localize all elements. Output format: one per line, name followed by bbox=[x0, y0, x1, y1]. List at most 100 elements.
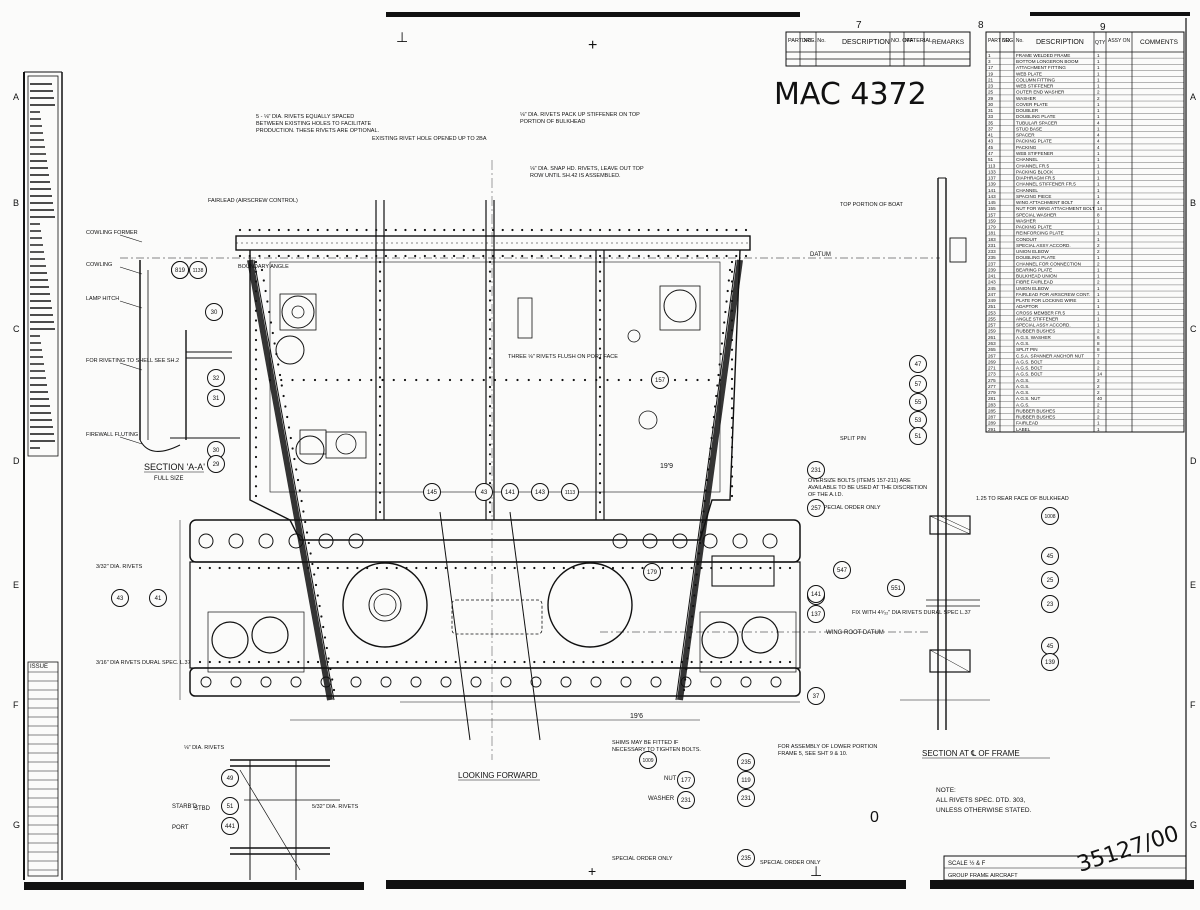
parts-row-qty: 1 bbox=[1097, 421, 1100, 426]
callout-number: 47 bbox=[915, 362, 922, 368]
callout-bubble bbox=[221, 797, 239, 815]
callout-number: 37 bbox=[813, 694, 820, 700]
callout-bubble bbox=[807, 687, 825, 705]
parts-row-no: 141 bbox=[988, 188, 996, 193]
parts-row-qty: 14 bbox=[1097, 372, 1103, 377]
parts-row-no: 179 bbox=[988, 225, 996, 230]
note-line-2: UNLESS OTHERWISE STATED. bbox=[936, 807, 1032, 814]
parts-row-desc: A.G.S. bbox=[1016, 341, 1030, 346]
parts-row-desc: SPECIAL WASHER bbox=[1016, 212, 1057, 217]
parts-row-no: 275 bbox=[988, 378, 996, 383]
parts-row-desc: LABEL bbox=[1016, 427, 1031, 432]
callout-bubble bbox=[737, 789, 755, 807]
label-washer: WASHER bbox=[648, 796, 675, 802]
left-note-label: COWLING bbox=[86, 262, 112, 268]
parts-row-desc: COVER PLATE bbox=[1016, 102, 1048, 107]
hdr-description: DESCRIPTION bbox=[842, 39, 890, 46]
zone-letter-right-F: F bbox=[1190, 700, 1196, 710]
hdr-part-no: PART NO. bbox=[788, 38, 814, 44]
label-nut: NUT bbox=[664, 776, 677, 782]
callout-bubble bbox=[205, 303, 223, 321]
parts-row-no: 237 bbox=[988, 261, 996, 266]
parts-row-qty: 1 bbox=[1097, 157, 1100, 162]
parts-row-desc: CHANNEL FR.5 bbox=[1016, 163, 1049, 168]
parts-row-qty: 2 bbox=[1097, 359, 1100, 364]
callout-number: 43 bbox=[481, 490, 488, 496]
parts-row-no: 33 bbox=[988, 114, 994, 119]
callout-bubble bbox=[1041, 571, 1059, 589]
parts-row-no: 235 bbox=[988, 255, 996, 260]
parts-row-no: 157 bbox=[988, 212, 996, 217]
parts-row-desc: UNION ELBOW bbox=[1016, 286, 1049, 291]
parts-row-no: 159 bbox=[988, 218, 996, 223]
parts-row-no: 241 bbox=[988, 274, 996, 279]
handwritten-reference: 35127/00 bbox=[1074, 821, 1182, 877]
parts-row-desc: SPLIT PIN bbox=[1016, 347, 1038, 352]
parts-row-no: 35 bbox=[988, 120, 994, 125]
sheet-border bbox=[23, 12, 1194, 890]
parts-row-no: 29 bbox=[988, 96, 994, 101]
parts-row-desc: REINFORCING PLATE bbox=[1016, 231, 1064, 236]
parts-row-desc: OUTER END WASHER bbox=[1016, 90, 1065, 95]
parts-row-no: 261 bbox=[988, 335, 996, 340]
parts-row-qty: 1 bbox=[1097, 194, 1100, 199]
parts-row-no: 253 bbox=[988, 310, 996, 315]
callout-number: 23 bbox=[1047, 602, 1054, 608]
column-number-7: 7 bbox=[856, 20, 862, 31]
parts-row-no: 45 bbox=[988, 145, 994, 150]
callout-number: 30 bbox=[213, 448, 220, 454]
parts-row-no: 279 bbox=[988, 390, 996, 395]
callout-number: 25 bbox=[1047, 578, 1054, 584]
parts-row-qty: 1 bbox=[1097, 225, 1100, 230]
parts-row-no: 145 bbox=[988, 200, 996, 205]
parts-row-desc: SPACING PIECE bbox=[1016, 194, 1051, 199]
callout-bubble bbox=[207, 369, 225, 387]
stbd-label-prefix: STARB'D bbox=[172, 804, 198, 810]
callout-number: 257 bbox=[811, 506, 822, 512]
parts-row-qty: 2 bbox=[1097, 90, 1100, 95]
hdr-no-off: NO. OFF bbox=[891, 38, 914, 44]
parts-row-desc: A.G.S. BOLT bbox=[1016, 372, 1043, 377]
parts-row-desc: DOUBLING PLATE bbox=[1016, 255, 1055, 260]
parts-row-qty: 1 bbox=[1097, 237, 1100, 242]
callout-number: 51 bbox=[915, 434, 922, 440]
parts-row-desc: CHANNEL bbox=[1016, 157, 1038, 162]
parts-row-no: 291 bbox=[988, 427, 996, 432]
parts-row-desc: RUBBER BUSHES bbox=[1016, 329, 1055, 334]
column-number-8: 8 bbox=[978, 20, 984, 31]
parts-row-qty: 40 bbox=[1097, 396, 1103, 401]
parts-row-no: 47 bbox=[988, 151, 994, 156]
hdr-assy-on: ASSY ON bbox=[1108, 38, 1131, 44]
callout-bubble bbox=[639, 751, 657, 769]
zone-letter-right-C: C bbox=[1190, 324, 1197, 334]
note-fix-rivets: FIX WITH 4⁵⁄₃₂" DIA RIVETS DURAL SPEC L.… bbox=[852, 609, 971, 616]
parts-row-desc: PACKING bbox=[1016, 145, 1037, 150]
section-at-frame-view: SECTION AT ℄ OF FRAME TOP PORTION OF BOA… bbox=[840, 177, 1069, 759]
parts-row-qty: 1 bbox=[1097, 169, 1100, 174]
left-note-label: COWLING FORMER bbox=[86, 230, 138, 236]
parts-row-qty: 2 bbox=[1097, 96, 1100, 101]
title-block: SCALE ½ & F GROUP FRAME AIRCRAFT bbox=[943, 855, 1187, 881]
parts-row-desc: A.G.S. NUT bbox=[1016, 396, 1040, 401]
parts-row-desc: ATTACHMENT FITTING bbox=[1016, 65, 1066, 70]
callout-number: 139 bbox=[1045, 660, 1056, 666]
parts-row-no: 277 bbox=[988, 384, 996, 389]
parts-row-no: 263 bbox=[988, 341, 996, 346]
column-number-9: 9 bbox=[1100, 22, 1106, 33]
parts-row-qty: 14 bbox=[1097, 206, 1103, 211]
callout-bubble bbox=[643, 563, 661, 581]
left-note-label: LAMP HITCH bbox=[86, 296, 119, 302]
parts-row-qty: 1 bbox=[1097, 310, 1100, 315]
callout-number: 1009 bbox=[642, 758, 653, 764]
dim-19-9: 19'9 bbox=[660, 463, 673, 470]
parts-row-desc: PACKING BLOCK bbox=[1016, 169, 1054, 174]
parts-row-desc: TUBULAR SPACER bbox=[1016, 120, 1058, 125]
callout-bubble bbox=[189, 261, 207, 279]
parts-row-no: 281 bbox=[988, 396, 996, 401]
parts-row-qty: 1 bbox=[1097, 292, 1100, 297]
callout-number: 31 bbox=[213, 396, 220, 402]
parts-row-desc: PACKING PLATE bbox=[1016, 139, 1052, 144]
parts-row-desc: DOUBLING PLATE bbox=[1016, 114, 1055, 119]
